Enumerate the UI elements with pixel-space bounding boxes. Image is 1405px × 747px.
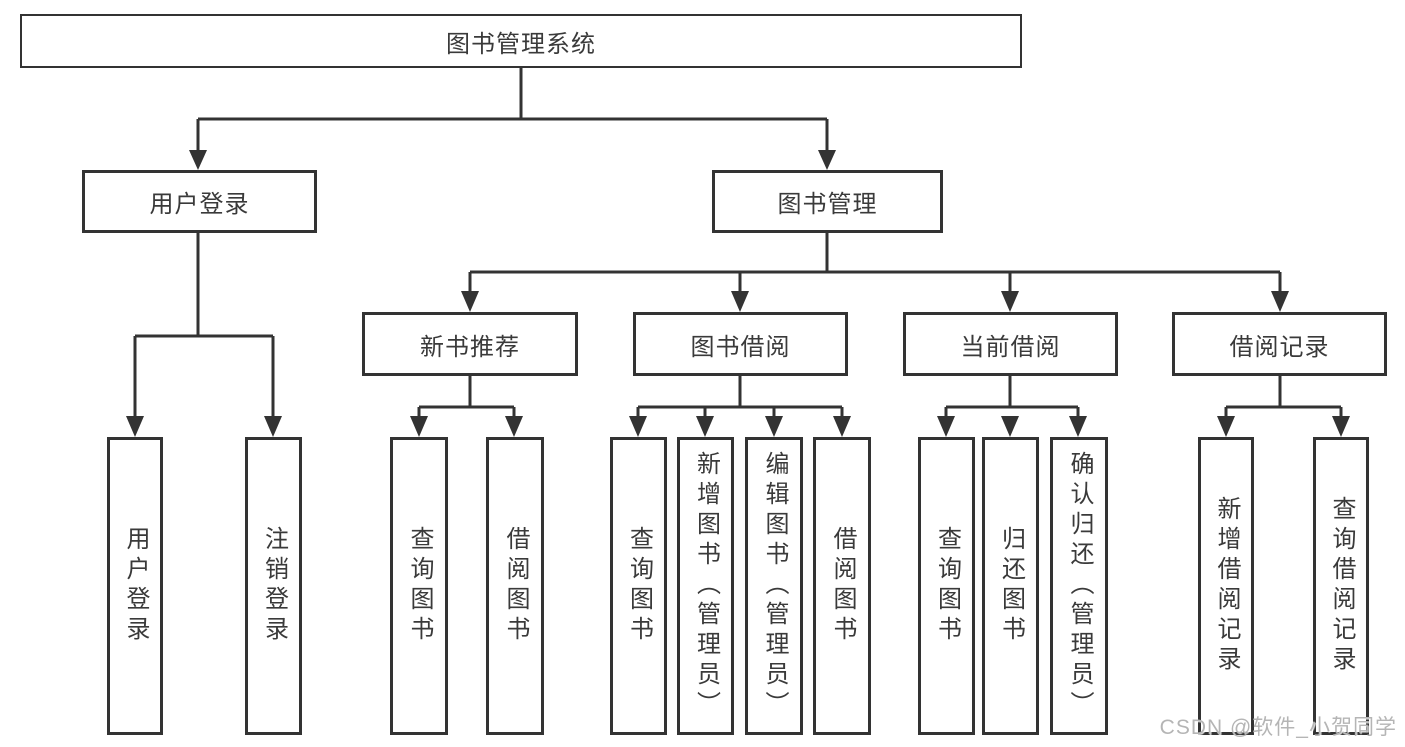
connector-book-management-to-level3 xyxy=(461,233,1289,312)
node-book-management-label: 图书管理 xyxy=(777,191,878,218)
leaf-borrow-books-label: 借阅图书 xyxy=(829,526,856,646)
node-user-login: 用户登录 xyxy=(82,170,317,233)
leaf-borrow-books: 借阅图书 xyxy=(813,437,871,735)
connector-current-borrow-to-leaves xyxy=(937,376,1087,437)
leaf-query-books-current: 查询图书 xyxy=(918,437,975,735)
node-book-management: 图书管理 xyxy=(712,170,943,233)
node-new-book-recommend: 新书推荐 xyxy=(362,312,578,376)
leaf-edit-books-admin-label: 编辑图书（管理员） xyxy=(761,451,788,721)
node-current-borrow-label: 当前借阅 xyxy=(960,333,1061,361)
leaf-user-login-label: 用户登录 xyxy=(122,526,149,646)
leaf-query-books-recommend-label: 查询图书 xyxy=(406,526,433,646)
leaf-query-books-current-label: 查询图书 xyxy=(933,526,961,646)
leaf-return-books-label: 归还图书 xyxy=(997,526,1025,646)
node-new-book-recommend-label: 新书推荐 xyxy=(420,333,520,361)
node-current-borrow: 当前借阅 xyxy=(903,312,1118,376)
leaf-query-borrow-record-label: 查询借阅记录 xyxy=(1328,496,1355,676)
leaf-query-books-borrow-label: 查询图书 xyxy=(625,526,653,646)
node-book-borrow: 图书借阅 xyxy=(633,312,848,376)
leaf-edit-books-admin: 编辑图书（管理员） xyxy=(745,437,803,735)
leaf-user-login: 用户登录 xyxy=(107,437,163,735)
leaf-borrow-books-recommend-label: 借阅图书 xyxy=(502,526,529,646)
leaf-logout: 注销登录 xyxy=(245,437,302,735)
connector-root-to-level2 xyxy=(189,68,836,170)
connector-book-borrow-to-leaves xyxy=(629,376,851,437)
connector-user-login-to-leaves xyxy=(126,233,282,437)
node-book-borrow-label: 图书借阅 xyxy=(690,333,791,361)
connector-new-book-recommend-to-leaves xyxy=(410,376,523,437)
node-borrow-records: 借阅记录 xyxy=(1172,312,1387,376)
leaf-logout-label: 注销登录 xyxy=(260,526,288,646)
leaf-add-borrow-record: 新增借阅记录 xyxy=(1198,437,1254,735)
leaf-confirm-return-admin-label: 确认归还（管理员） xyxy=(1066,451,1093,721)
leaf-query-borrow-record: 查询借阅记录 xyxy=(1313,437,1369,735)
leaf-add-books-admin-label: 新增图书（管理员） xyxy=(692,451,720,721)
csdn-watermark: CSDN @软件_小贺同学 xyxy=(1159,716,1397,739)
node-library-system: 图书管理系统 xyxy=(20,14,1022,68)
leaf-query-books-recommend: 查询图书 xyxy=(390,437,448,735)
leaf-confirm-return-admin: 确认归还（管理员） xyxy=(1050,437,1108,735)
leaf-borrow-books-recommend: 借阅图书 xyxy=(486,437,544,735)
leaf-add-borrow-record-label: 新增借阅记录 xyxy=(1213,496,1240,676)
leaf-add-books-admin: 新增图书（管理员） xyxy=(677,437,734,735)
leaf-query-books-borrow: 查询图书 xyxy=(610,437,667,735)
leaf-return-books: 归还图书 xyxy=(982,437,1039,735)
node-library-system-label: 图书管理系统 xyxy=(446,30,596,58)
node-user-login-label: 用户登录 xyxy=(149,191,250,218)
connector-borrow-records-to-leaves xyxy=(1217,376,1350,437)
node-borrow-records-label: 借阅记录 xyxy=(1229,333,1330,361)
